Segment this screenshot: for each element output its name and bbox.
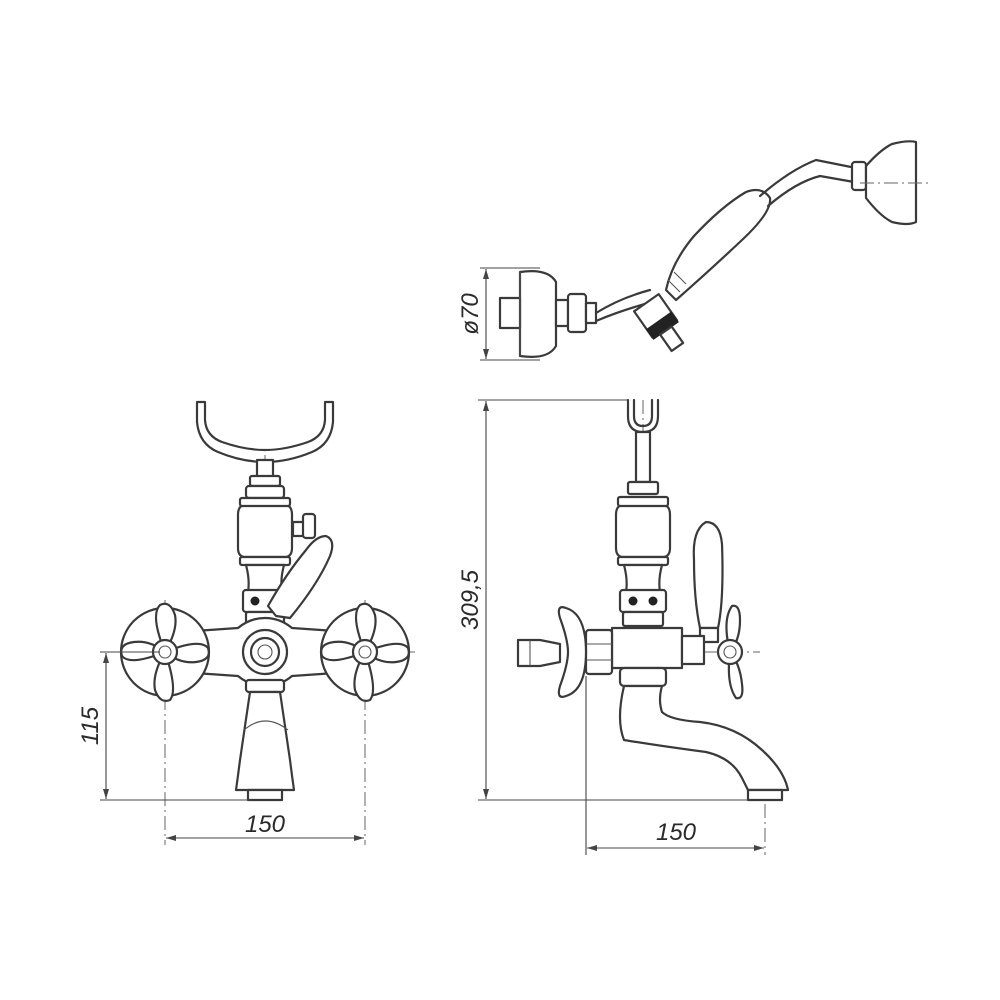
side-spout-collar — [618, 666, 668, 688]
shower-neck-upper — [758, 158, 858, 198]
central-nut-inner — [249, 636, 281, 668]
central-nut-core — [257, 644, 273, 660]
side-body-block — [610, 626, 684, 670]
shower-neck-lower — [766, 174, 856, 208]
collar-dot-left — [250, 596, 260, 606]
side-barrel — [614, 503, 672, 559]
cradle-nut — [244, 484, 286, 500]
lever-handle — [266, 534, 334, 620]
spout-collar — [244, 678, 286, 694]
handle-ring-2 — [673, 271, 687, 285]
diverter-knob — [301, 512, 317, 540]
barrel-top-ring — [238, 496, 292, 508]
side-lever — [692, 520, 724, 630]
side-collar-base — [621, 610, 665, 628]
side-stem — [634, 430, 652, 484]
shower-wall-pin — [498, 296, 522, 330]
side-spout-aerator — [746, 788, 784, 802]
shower-head-view: ø70 — [457, 140, 930, 361]
side-barrel-bottom — [616, 555, 670, 567]
side-neck — [622, 563, 664, 594]
hand-shower-handle — [664, 188, 772, 302]
dim-150-side-label: 150 — [656, 819, 697, 846]
side-spout — [618, 684, 790, 792]
spout-detail — [243, 720, 289, 731]
connector-ring-1 — [554, 298, 570, 328]
side-collar — [618, 588, 668, 614]
dim-115-label: 115 — [77, 706, 104, 745]
side-barrel-top — [616, 495, 670, 508]
connector-ring-2 — [584, 301, 598, 325]
spout-front — [234, 690, 296, 792]
connector-nut — [566, 292, 588, 334]
shower-wall-flange — [518, 270, 558, 358]
side-collar-dot-right — [648, 596, 658, 606]
front-view: 115 150 — [77, 400, 415, 845]
barrel-bottom-ring — [238, 555, 292, 567]
side-eccentric — [516, 638, 562, 668]
dim-150-front-label: 150 — [245, 811, 286, 838]
hand-shower-mount — [633, 293, 685, 353]
side-handle-cap-core — [723, 645, 737, 659]
mount-pin — [659, 325, 685, 353]
dim-70-label: ø70 — [457, 293, 484, 335]
side-body-extension — [680, 634, 706, 666]
side-handle-cap — [716, 638, 744, 666]
hose-upper — [594, 288, 652, 315]
handle-ring-1 — [667, 279, 681, 293]
side-wall-rosette — [557, 606, 588, 698]
cradle-collar — [248, 474, 282, 488]
right-handle-cap-core — [358, 645, 372, 659]
right-handle-cap — [351, 638, 379, 666]
head-connector — [850, 160, 868, 192]
side-cradle-inner — [632, 398, 654, 428]
side-stem-nut — [626, 480, 660, 496]
side-view: 309,5 150 — [457, 398, 790, 855]
dim-309-label: 309,5 — [457, 569, 484, 630]
side-collar-dot-left — [628, 596, 638, 606]
side-hex-nut — [584, 628, 614, 676]
spout-aerator — [246, 788, 284, 802]
diverter-barrel — [236, 503, 294, 559]
shower-cradle — [195, 400, 335, 464]
